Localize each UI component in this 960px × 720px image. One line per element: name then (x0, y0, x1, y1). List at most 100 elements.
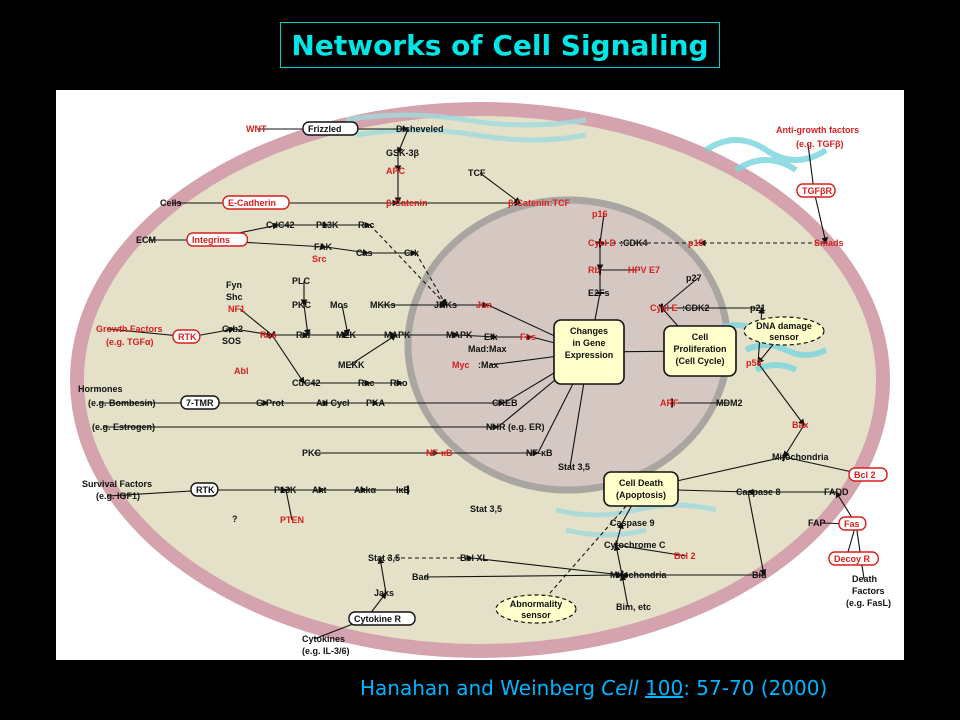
node-label-src: Src (312, 254, 327, 264)
edge-jaks-stat35_c (377, 556, 387, 594)
node-label-wnt: WNT (246, 124, 267, 134)
node-label-bclxl: Bcl XL (460, 553, 489, 563)
node-label-p16: p16 (592, 209, 608, 219)
node-label-mapk_a: MAPK (384, 330, 411, 340)
node-label-ikb: IκB (396, 485, 411, 495)
edge-tcf-bcatenin_tcf (479, 172, 521, 204)
edge-nf1-ras (239, 308, 276, 340)
node-rtk_b: RTK (190, 482, 219, 497)
node-label-pkc_b: PKC (302, 448, 322, 458)
page-title: Networks of Cell Signaling (280, 22, 720, 68)
box-frame-gene (553, 319, 625, 385)
box-line-prolif-0: Cell (692, 332, 709, 342)
edge-p27-cycle (658, 277, 699, 313)
box-line-gene-0: Changes (570, 326, 608, 336)
node-death: Death (852, 574, 877, 584)
node-bclxl: Bcl XL (460, 553, 489, 563)
node-cytokines: Cytokines (302, 634, 345, 644)
node-ecadherin: E-Cadherin (222, 195, 290, 210)
node-rho: Rho (390, 378, 408, 388)
node-label-rho: Rho (390, 378, 408, 388)
node-stat35_c: Stat 3,5 (368, 553, 400, 563)
node-label-ecm: ECM (136, 235, 156, 245)
box-frame-death_box (603, 471, 679, 507)
sensor-line-abn-1: sensor (521, 610, 551, 620)
box-frame-prolif (663, 325, 737, 377)
node-label-bid: Bid (752, 570, 767, 580)
node-label-rac_a: Rac (358, 220, 375, 230)
node-label-casp9: Caspase 9 (610, 518, 655, 528)
node-akka: Akkα (354, 485, 377, 495)
edge-grb2-ras (233, 328, 274, 338)
node-p15: p15 (688, 238, 704, 248)
node-jnks: JNKs (434, 300, 457, 310)
node-label-raf: Raf (296, 330, 312, 340)
node-cycle: Cycl E (650, 303, 678, 313)
box-line-prolif-1: Proliferation (673, 344, 726, 354)
node-label-ras: Ras (260, 330, 277, 340)
node-sf_eg: (e.g. IGF1) (96, 491, 140, 501)
node-nf1: NF1 (228, 304, 245, 314)
edge-bcl2_b-cytc (614, 540, 687, 557)
node-nfkb_a: NF-κB (426, 448, 453, 458)
node-arf: ARF (660, 398, 679, 408)
edge-abn-death_box (535, 488, 642, 610)
node-casp9: Caspase 9 (610, 518, 655, 528)
node-label-cells: Cells (160, 198, 182, 208)
node-cytokines_eg: (e.g. IL-3/6) (302, 646, 350, 656)
node-apc: APC (386, 166, 406, 176)
node-label-fak: FAK (314, 242, 333, 252)
node-label-agf: Anti-growth factors (776, 125, 859, 135)
box-line-death_box-1: (Apoptosis) (616, 490, 666, 500)
node-box-ecadherin (222, 195, 290, 210)
node-bid: Bid (752, 570, 767, 580)
node-label-tgfbr: TGFβR (802, 186, 832, 196)
node-mkks: MKKs (370, 300, 396, 310)
node-elk: Elk (484, 332, 499, 342)
node-label-pkc_a: PKC (292, 300, 312, 310)
node-label-disheveled: Disheveled (396, 124, 444, 134)
node-label-gsk3b: GSK-3β (386, 148, 420, 158)
node-label-mapk_b: MAPK (446, 330, 473, 340)
node-fak: FAK (314, 242, 333, 252)
node-label-stat35_c: Stat 3,5 (368, 553, 400, 563)
node-box-integrins (186, 232, 249, 247)
node-box-tgfbr (796, 183, 836, 198)
node-death_eg: (e.g. FasL) (846, 598, 891, 608)
node-mos: Mos (330, 300, 348, 310)
node-p27: p27 (686, 273, 702, 283)
citation-volume: 100 (645, 676, 684, 700)
node-label-death_eg: (e.g. FasL) (846, 598, 891, 608)
node-fyn: Fyn (226, 280, 242, 290)
node-label-cytokineR: Cytokine R (354, 614, 402, 624)
node-p13k_a: P13K (316, 220, 339, 230)
node-gf: Growth Factors (96, 324, 163, 334)
edge-casp8-bid (747, 491, 767, 577)
citation-pages: : 57-70 (2000) (683, 676, 828, 700)
edge-tgfbr-smads (813, 190, 828, 245)
node-box-rtk_a (172, 329, 201, 344)
edge-mekk-mapk_a (349, 334, 397, 366)
node-label-death2: Factors (852, 586, 885, 596)
node-raf: Raf (296, 330, 312, 340)
node-bax: Bax (792, 420, 809, 430)
node-label-arf: ARF (660, 398, 679, 408)
node-label-mito_a: Mitochondria (772, 452, 829, 462)
node-label-cycld: Cycl D (588, 238, 617, 248)
node-label-hormones: Hormones (78, 384, 123, 394)
node-src: Src (312, 254, 327, 264)
node-rac_b: Rac (358, 378, 375, 388)
node-label-plc: PLC (292, 276, 311, 286)
node-label-nfkb_b: NF-κB (526, 448, 553, 458)
citation: Hanahan and Weinberg Cell 100: 57-70 (20… (360, 676, 827, 700)
node-label-fyn: Fyn (226, 280, 242, 290)
node-rac_a: Rac (358, 220, 375, 230)
edge-pkc_a-raf (303, 304, 311, 337)
node-label-sf: Survival Factors (82, 479, 152, 489)
node-label-bcatenin: β-Catenin (386, 198, 428, 208)
node-label-crk: Crk (404, 248, 420, 258)
node-label-cdc42b: CdC42 (292, 378, 321, 388)
node-box-rtk_b (190, 482, 219, 497)
node-agf: Anti-growth factors (776, 125, 859, 135)
node-label-bad: Bad (412, 572, 429, 582)
